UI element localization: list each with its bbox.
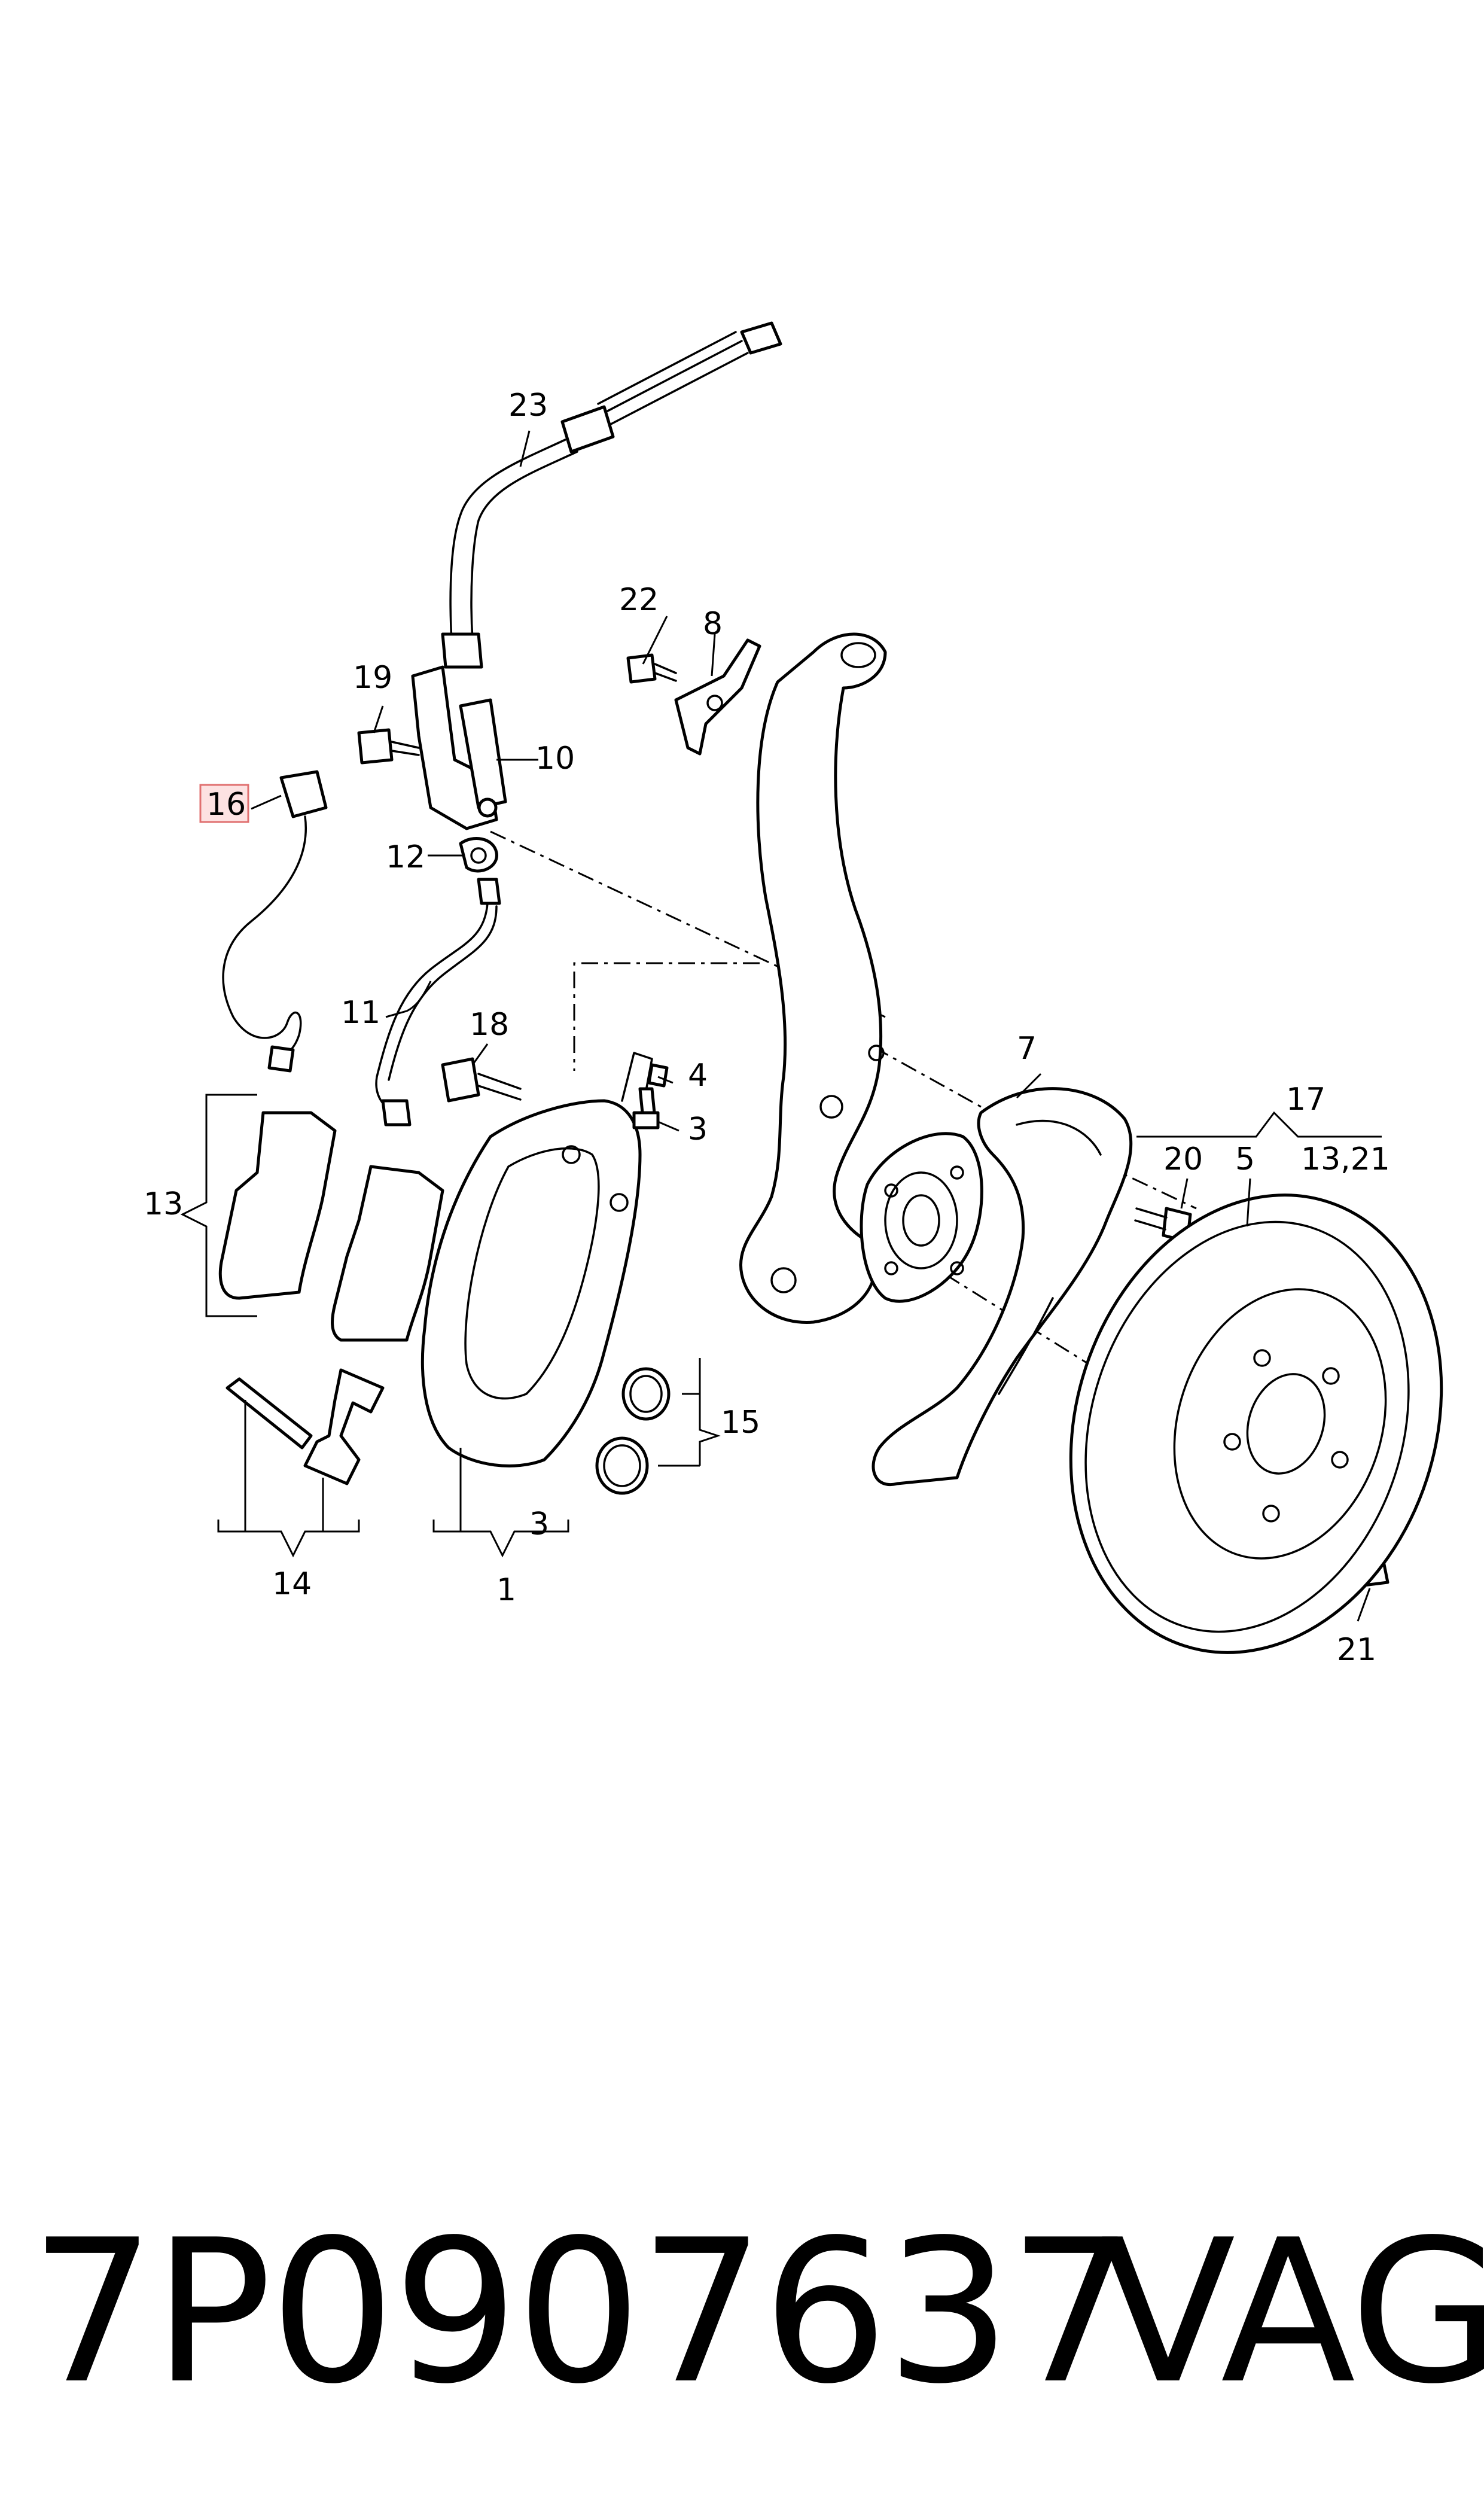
bolt-part-18	[441, 1057, 522, 1103]
callout-4: 4	[688, 1058, 708, 1094]
callout-13-21: 13,21	[1301, 1141, 1390, 1177]
callout-5: 5	[1235, 1141, 1255, 1177]
brake-pads-part-13	[218, 1111, 444, 1342]
callout-16: 16	[206, 787, 246, 823]
callout-20: 20	[1163, 1141, 1203, 1177]
callout-7: 7	[1017, 1031, 1037, 1067]
wear-sensor-part-16	[222, 770, 328, 1073]
callout-14: 14	[272, 1566, 312, 1602]
callout-12: 12	[386, 839, 425, 875]
callout-21: 21	[1337, 1632, 1376, 1668]
clip-part-12	[459, 837, 498, 873]
callout-3: 3	[688, 1112, 708, 1147]
bolt-part-19	[357, 728, 420, 765]
callout-8: 8	[703, 606, 723, 642]
callout-3b: 3	[529, 1506, 549, 1542]
brake-line-part-11	[375, 878, 501, 1126]
brake-hose-part-23	[441, 321, 782, 669]
bleeder-valve-part-3	[632, 1087, 660, 1129]
callout-18: 18	[470, 1007, 509, 1043]
wheel-hub	[860, 1132, 983, 1303]
callout-19: 19	[353, 660, 392, 696]
callout-17: 17	[1286, 1082, 1325, 1118]
brake-disc-part-5	[1069, 1193, 1443, 1654]
callout-13: 13	[144, 1186, 183, 1222]
seal-rings-part-15	[595, 1367, 671, 1495]
leader-lines	[180, 430, 1382, 1622]
callout-22: 22	[619, 582, 659, 618]
brake-caliper-part-1	[420, 1052, 653, 1467]
highlight-box-16	[199, 784, 249, 823]
bracket-part-8	[674, 638, 761, 756]
callout-labels: 23 22 8 19 10 16 12 11 18 4 3 7 17 20 5 …	[144, 388, 1390, 1668]
bolt-part-22	[626, 653, 677, 684]
bracket-part-10	[411, 665, 507, 830]
callout-15: 15	[721, 1405, 760, 1441]
pin-and-spring-part-14	[226, 1368, 385, 1485]
callout-10: 10	[535, 741, 575, 777]
callout-23: 23	[508, 388, 548, 424]
bleeder-cap-part-4	[647, 1063, 669, 1088]
callout-11: 11	[341, 995, 380, 1031]
callout-1: 1	[496, 1572, 516, 1608]
splash-shield-part-7	[871, 1087, 1133, 1487]
part-number: 7P0907637	[30, 2197, 1135, 2427]
brand-name: VAG	[1101, 2197, 1484, 2427]
